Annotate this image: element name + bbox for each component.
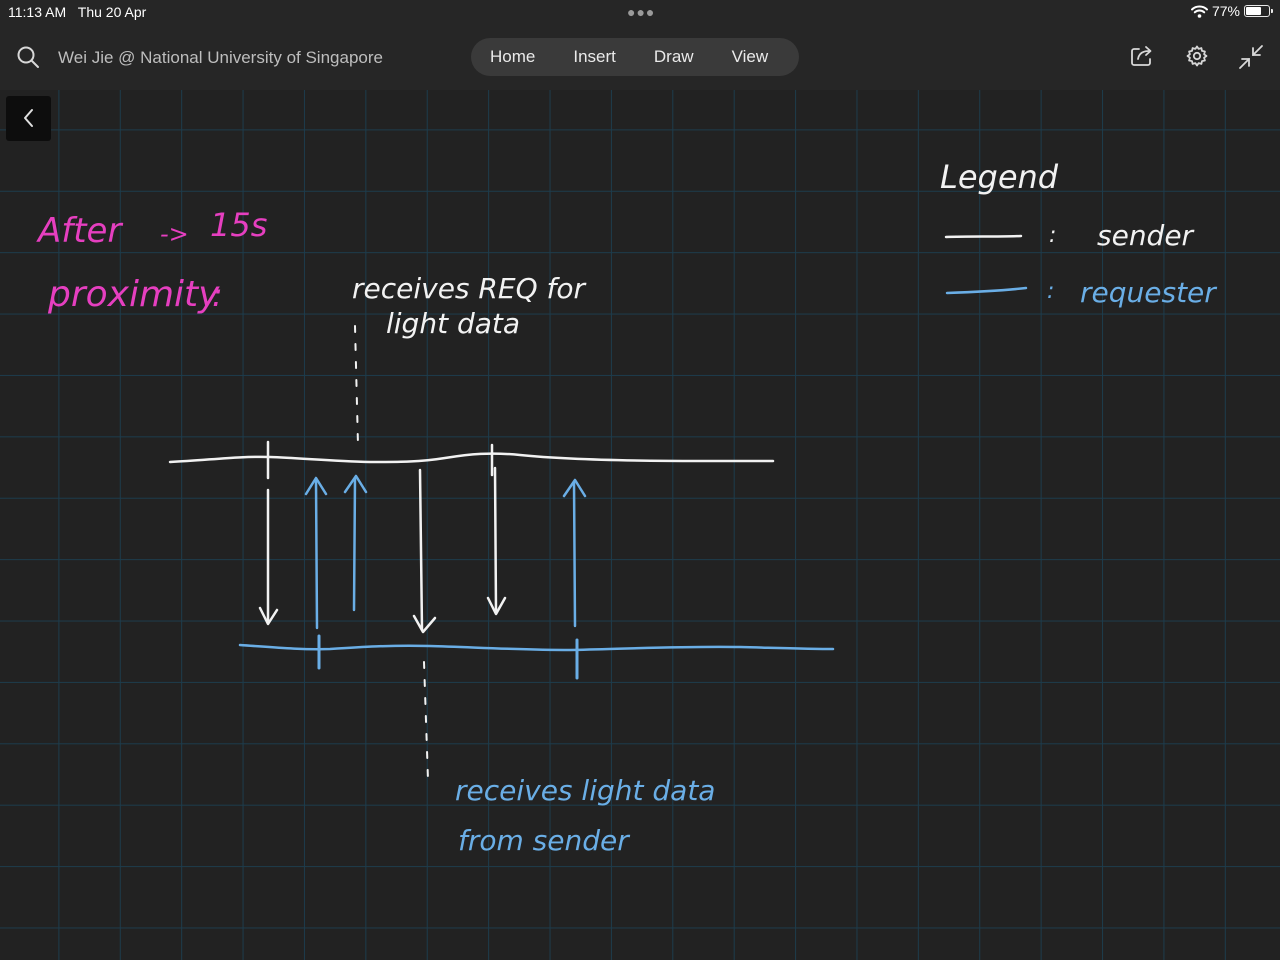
tab-home[interactable]: Home — [490, 47, 536, 66]
legend-requester-swatch — [945, 286, 1028, 295]
status-time-date: 11:13 AM Thu 20 Apr — [8, 4, 146, 20]
legend-sender-separator: : — [1049, 223, 1056, 248]
blue-arrow-1-head — [304, 476, 328, 496]
settings-gear-icon[interactable] — [1185, 44, 1209, 68]
share-icon[interactable] — [1130, 44, 1155, 68]
top-dotted-leader — [354, 325, 359, 446]
ribbon-tabs: Home Insert Draw View — [471, 38, 799, 76]
blue-arrow-2 — [352, 476, 357, 612]
search-icon[interactable] — [16, 45, 40, 69]
requester-timeline — [238, 643, 835, 652]
heading-colon: : — [212, 276, 223, 314]
top-annotation-line1: receives REQ for — [352, 272, 586, 305]
back-chevron-icon — [24, 109, 33, 127]
status-bar: 11:13 AM Thu 20 Apr ●●● 77% — [0, 0, 1280, 24]
white-arrow-1-head — [258, 606, 279, 626]
bottom-dotted-leader — [423, 661, 429, 781]
legend-sender-label: sender — [1097, 219, 1195, 252]
tab-view[interactable]: View — [731, 47, 769, 66]
blue-arrow-3 — [572, 480, 577, 628]
collapse-icon[interactable] — [1238, 44, 1264, 70]
sender-timeline — [168, 452, 775, 464]
top-annotation-line2: light data — [386, 307, 520, 340]
status-date: Thu 20 Apr — [77, 4, 147, 20]
heading-after: After — [36, 211, 123, 251]
back-button[interactable] — [6, 96, 51, 141]
blue-arrow-2-head — [343, 474, 368, 494]
battery-percent: 77% — [1211, 3, 1240, 19]
battery-icon — [1244, 5, 1273, 17]
bottom-annotation-line2: from sender — [458, 824, 630, 857]
white-arrow-2-head — [412, 614, 437, 634]
white-arrow-3-head — [486, 596, 507, 616]
status-right: 77% — [1190, 3, 1273, 19]
notebook-canvas[interactable] — [0, 90, 1280, 960]
app-toolbar: Wei Jie @ National University of Singapo… — [0, 24, 1280, 90]
wifi-icon — [1190, 5, 1208, 18]
legend-title: Legend — [940, 158, 1059, 196]
notebook-title[interactable]: Wei Jie @ National University of Singapo… — [58, 48, 383, 67]
heading-proximity: proximity — [47, 274, 220, 315]
tab-insert[interactable]: Insert — [573, 47, 616, 66]
tab-draw[interactable]: Draw — [653, 47, 694, 66]
more-dots-icon[interactable]: ●●● — [627, 4, 656, 20]
white-arrow-3 — [493, 466, 498, 614]
status-time: 11:13 AM — [8, 4, 67, 20]
heading-15s: 15s — [210, 206, 267, 244]
blue-arrow-3-head — [562, 478, 587, 498]
white-arrow-2 — [418, 468, 424, 632]
heading-arrow: -> — [160, 220, 189, 248]
legend-requester-label: requester — [1080, 276, 1217, 309]
legend-requester-separator: : — [1047, 279, 1054, 304]
bottom-annotation-line1: receives light data — [455, 774, 715, 807]
legend-sender-swatch — [944, 234, 1023, 239]
blue-arrow-1 — [314, 478, 319, 630]
